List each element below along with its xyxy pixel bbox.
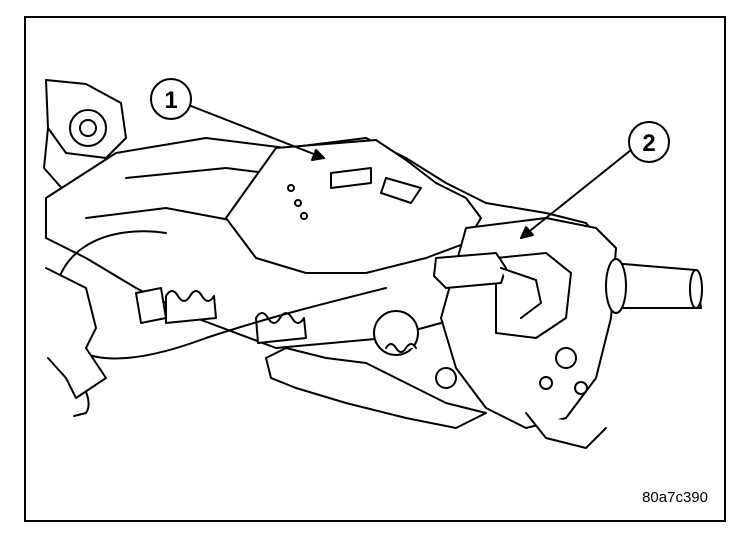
lock-springs [135,287,457,389]
steering-column-illustration: 1 2 [43,78,703,449]
callout-1 [150,78,325,161]
tilt-lever [433,252,542,319]
steering-shaft [605,258,703,314]
callout-2-label: 2 [642,130,655,157]
callout-1-label: 1 [164,87,177,114]
figure-code: 80a7c390 [642,489,708,506]
illustration-frame: 1 2 80a7c390 [24,16,726,522]
lower-bracket [45,267,487,429]
column-upper-cover [225,139,482,274]
callout-2 [520,121,670,239]
